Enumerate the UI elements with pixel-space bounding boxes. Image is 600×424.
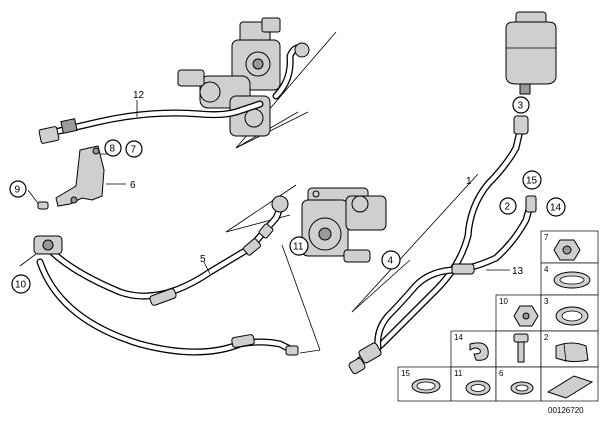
parts-cell-2-label: 2 — [544, 333, 549, 342]
callout-10-ring — [11, 274, 31, 294]
callout-2: 2 — [505, 202, 511, 213]
parts-cell-6-label: 6 — [499, 369, 504, 378]
callout-6: 6 — [130, 180, 136, 191]
callout-3: 3 — [518, 101, 524, 112]
callout-14-ring — [546, 197, 566, 217]
callout-13: 13 — [512, 266, 524, 277]
callout-8-ring — [104, 139, 122, 157]
parts-cell-14 — [450, 330, 497, 368]
parts-cell-3-label: 3 — [544, 297, 549, 306]
callout-15-ring — [522, 170, 542, 190]
callout-1: 1 — [466, 176, 472, 187]
callout-9-ring — [9, 180, 27, 198]
callout-11-ring — [289, 236, 309, 256]
fitting-10 — [19, 235, 63, 267]
hose-5 — [46, 195, 289, 306]
parts-cell-4-label: 4 — [544, 265, 549, 274]
callout-11: 11 — [293, 242, 304, 253]
callout-10: 10 — [15, 280, 27, 291]
parts-cell-14-label: 14 — [454, 333, 463, 342]
callout-12: 12 — [133, 90, 145, 101]
callout-14: 14 — [550, 203, 562, 214]
callout-8: 8 — [110, 144, 116, 155]
hose-2-13 — [348, 195, 537, 375]
parts-cell-15-label: 15 — [401, 369, 410, 378]
callout-7: 7 — [131, 145, 137, 156]
parts-cell-11-label: 11 — [454, 369, 463, 378]
callout-9: 9 — [15, 185, 21, 196]
callout-4-ring — [381, 250, 401, 270]
parts-table: 7 4 10 3 14 2 15 11 — [397, 230, 599, 402]
return-hose — [36, 258, 299, 356]
callout-4: 4 — [388, 256, 394, 267]
parts-cell-7-label: 7 — [544, 233, 549, 242]
callout-2-ring — [499, 197, 517, 215]
reservoir — [505, 11, 557, 95]
hose-12 — [38, 100, 264, 144]
power-steering-pump — [301, 187, 387, 263]
steering-gear — [177, 17, 310, 137]
bracket-6 — [27, 145, 126, 210]
callout-15: 15 — [526, 176, 538, 187]
image-id: 00126720 — [548, 406, 584, 415]
callout-3-ring — [512, 96, 530, 114]
callout-7-ring — [125, 140, 143, 158]
callouts: 12 8 7 9 6 10 5 11 4 3 1 15 2 14 13 — [9, 90, 566, 294]
callout-5: 5 — [200, 254, 206, 265]
parts-cell-10-label: 10 — [499, 297, 508, 306]
